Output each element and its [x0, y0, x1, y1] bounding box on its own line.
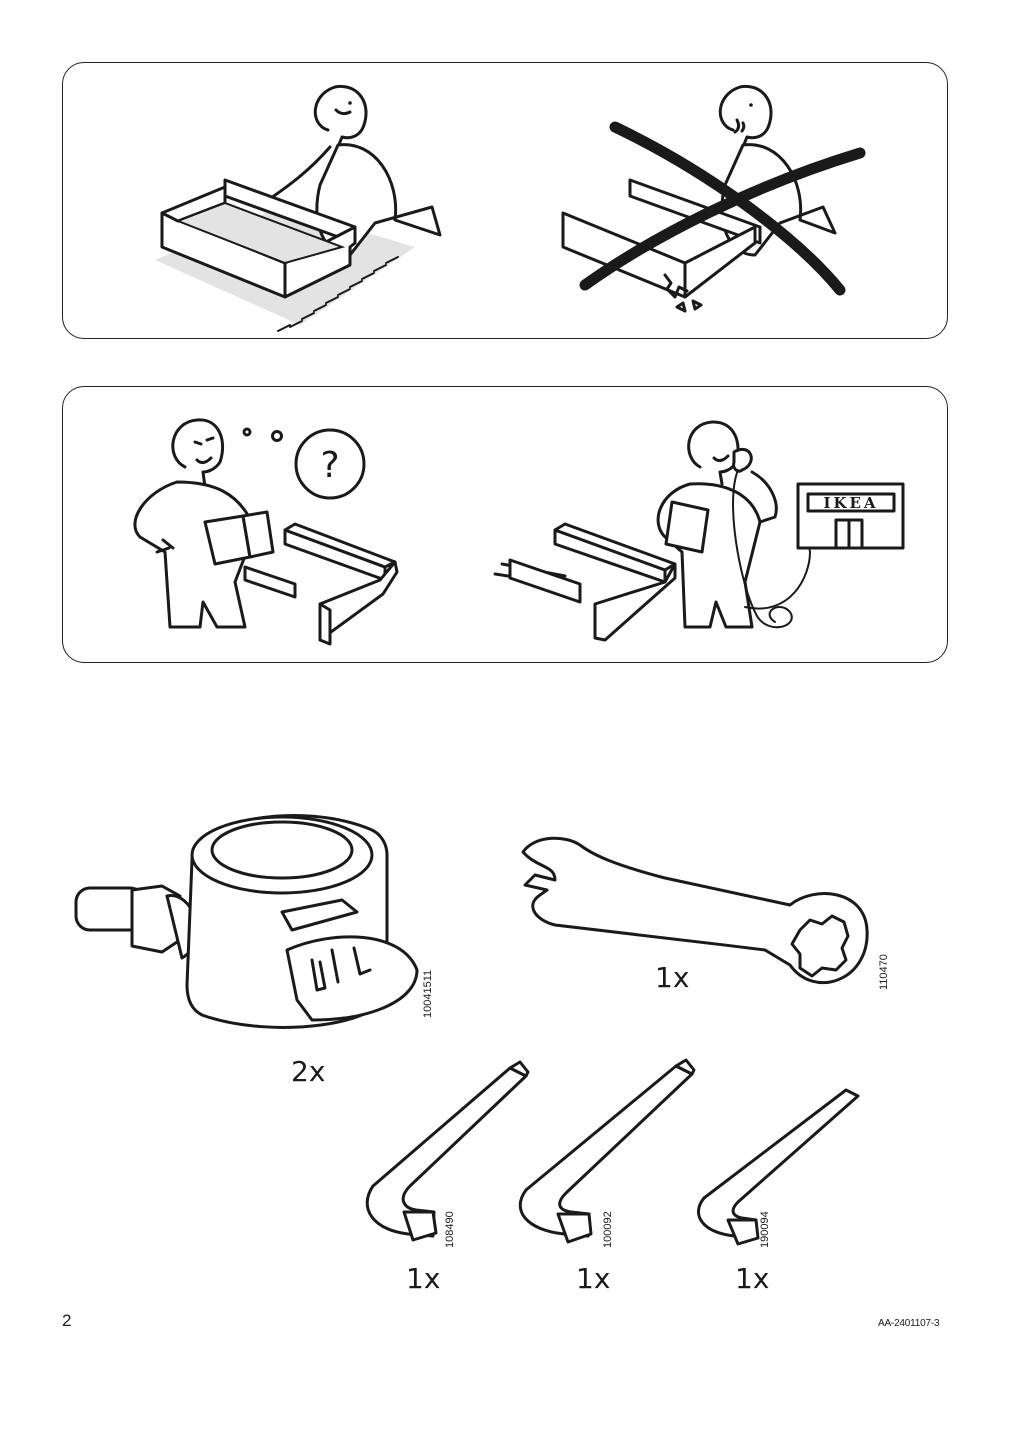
quantity-allen-medium: 1x	[576, 1262, 611, 1295]
part-number-allen-large: 108490	[444, 1211, 456, 1248]
quantity-allen-small: 1x	[735, 1262, 770, 1295]
illustration-assemble-on-rug	[155, 84, 442, 332]
illustration-calling-ikea: IKEA	[493, 420, 905, 642]
part-number-cam-lock: 10041511	[422, 969, 434, 1018]
part-number-allen-medium: 100092	[602, 1211, 614, 1248]
svg-text:?: ?	[320, 445, 339, 486]
part-number-spanner: 110470	[878, 954, 890, 990]
allen-key-medium-illustration	[518, 1058, 696, 1244]
cam-lock-fitting-illustration	[74, 814, 419, 1029]
ikea-sign: IKEA	[823, 494, 878, 512]
allen-key-large-illustration	[365, 1060, 530, 1242]
illustration-confused-person: ?	[133, 418, 399, 646]
part-number-allen-small: 190094	[759, 1211, 771, 1248]
quantity-spanner: 1x	[655, 961, 690, 994]
page-number: 2	[62, 1311, 72, 1330]
spanner-illustration	[521, 836, 869, 984]
allen-key-small-illustration	[697, 1088, 860, 1246]
quantity-cam-lock: 2x	[291, 1055, 326, 1088]
document-code: AA-2401107-3	[878, 1318, 940, 1329]
quantity-allen-large: 1x	[406, 1262, 441, 1295]
illustration-assemble-on-hard-floor-crossed	[561, 84, 866, 313]
